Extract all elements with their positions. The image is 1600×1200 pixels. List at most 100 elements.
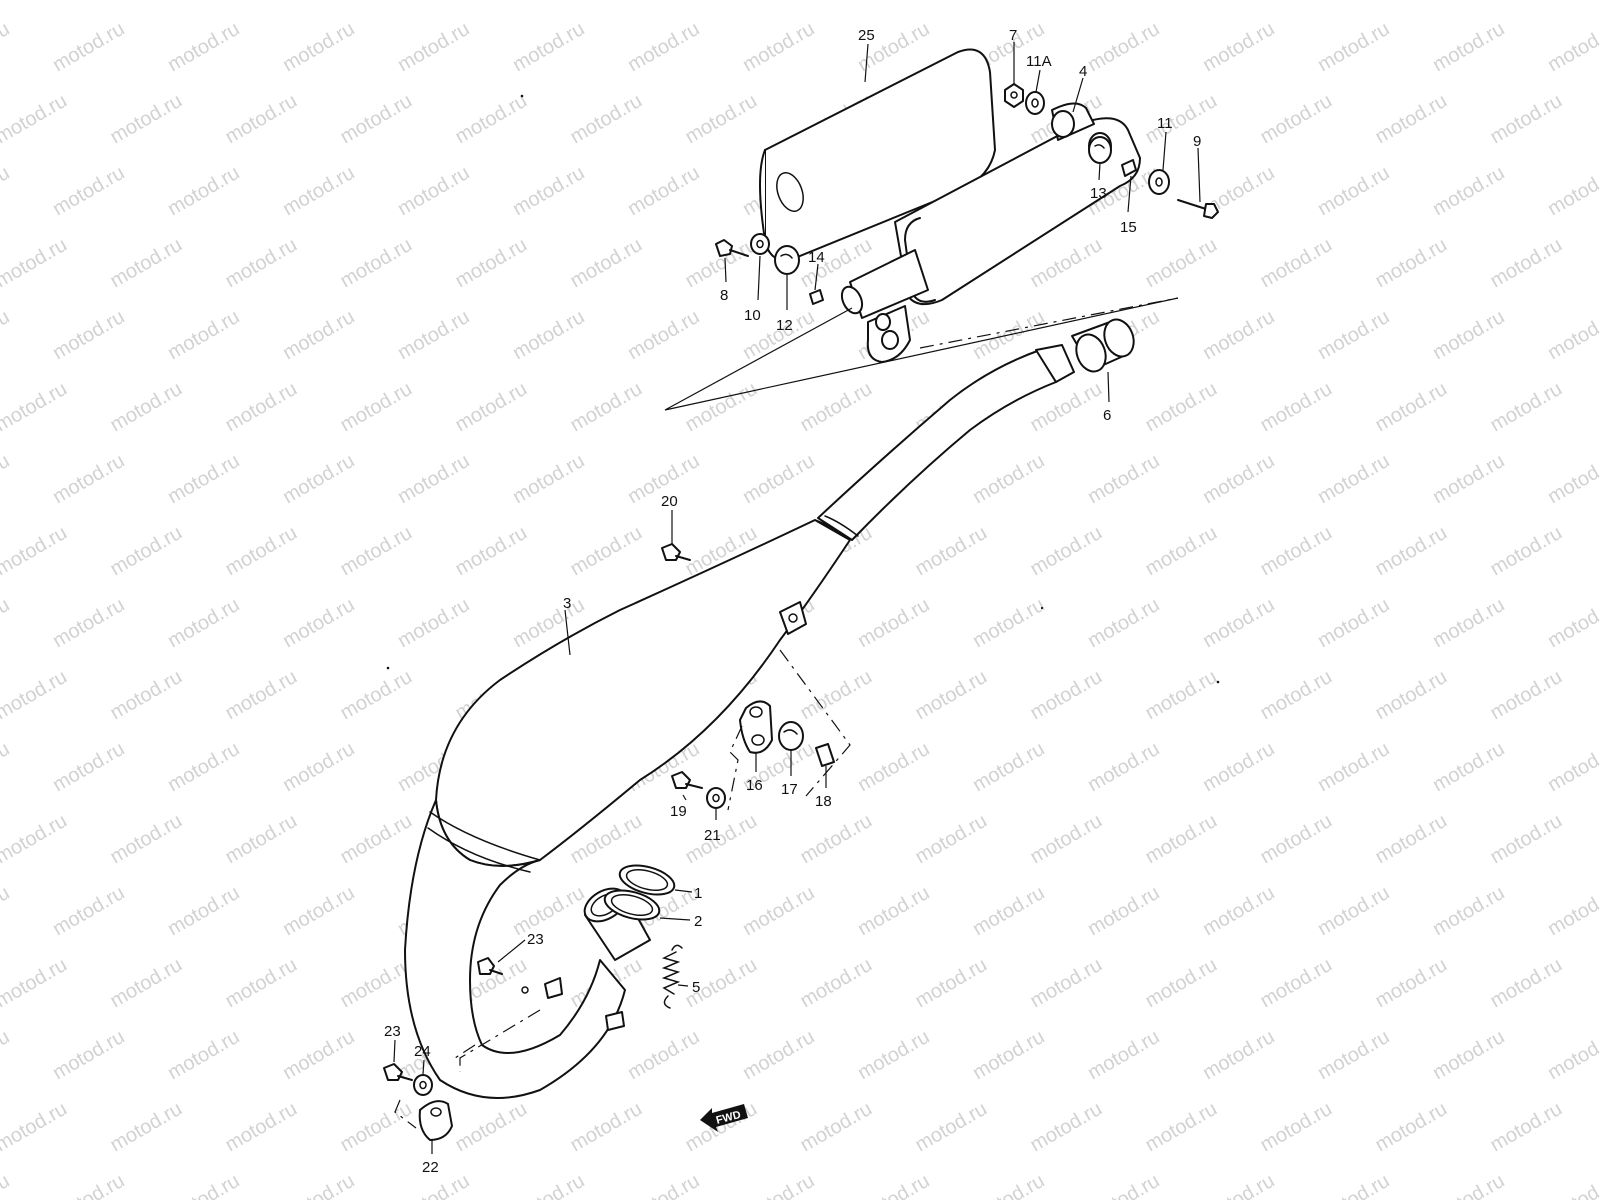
- watermark-text: motod.ru: [1084, 738, 1163, 797]
- watermark-text: motod.ru: [1199, 1170, 1278, 1200]
- watermark-text: motod.ru: [1199, 594, 1278, 653]
- watermark-text: motod.ru: [624, 1026, 703, 1085]
- watermark-text: motod.ru: [509, 306, 588, 365]
- watermark-text: motod.ru: [969, 738, 1048, 797]
- watermark-text: motod.ru: [912, 522, 991, 581]
- watermark-text: motod.ru: [682, 90, 761, 149]
- callout-11a: 11A: [1026, 53, 1052, 70]
- watermark-text: motod.ru: [164, 450, 243, 509]
- watermark-text: motod.ru: [854, 1026, 933, 1085]
- watermark-text: motod.ru: [567, 90, 646, 149]
- watermark-text: motod.ru: [49, 594, 128, 653]
- watermark-text: motod.ru: [222, 378, 301, 437]
- callout-13: 13: [1090, 185, 1107, 202]
- bracket-part: [739, 700, 773, 754]
- watermark-text: motod.ru: [1257, 954, 1336, 1013]
- watermark-text: motod.ru: [1257, 1098, 1336, 1157]
- callout-7: 7: [1009, 27, 1017, 44]
- watermark-text: motod.ru: [1487, 810, 1566, 869]
- callout-23-upper: 23: [527, 931, 544, 948]
- callout-19: 19: [670, 803, 687, 820]
- watermark-text: motod.ru: [969, 1026, 1048, 1085]
- watermark-text: motod.ru: [222, 522, 301, 581]
- watermark-text: motod.ru: [1142, 522, 1221, 581]
- watermark-text: motod.ru: [912, 1098, 991, 1157]
- watermark-text: motod.ru: [682, 810, 761, 869]
- watermark-text: motod.ru: [1544, 882, 1600, 941]
- watermark-text: motod.ru: [1429, 162, 1508, 221]
- watermark-text: motod.ru: [107, 666, 186, 725]
- watermark-text: motod.ru: [1314, 18, 1393, 77]
- watermark-text: motod.ru: [739, 18, 818, 77]
- watermark-text: motod.ru: [337, 0, 416, 4]
- watermark-text: motod.ru: [1544, 738, 1600, 797]
- watermark-text: motod.ru: [854, 738, 933, 797]
- grommet-icon: [774, 245, 800, 275]
- alignment-lines: [394, 297, 1179, 1129]
- watermark-text: motod.ru: [509, 450, 588, 509]
- watermark-text: motod.ru: [279, 162, 358, 221]
- callout-2: 2: [694, 913, 702, 930]
- watermark-text: motod.ru: [222, 90, 301, 149]
- watermark-text: motod.ru: [164, 162, 243, 221]
- callout-8: 8: [720, 287, 728, 304]
- watermark-text: motod.ru: [509, 18, 588, 77]
- watermark-text: motod.ru: [279, 306, 358, 365]
- watermark-text: motod.ru: [797, 378, 876, 437]
- watermark-text: motod.ru: [567, 522, 646, 581]
- watermark-text: motod.ru: [1429, 18, 1508, 77]
- watermark-text: motod.ru: [0, 738, 13, 797]
- watermark-text: motod.ru: [739, 882, 818, 941]
- watermark-text: motod.ru: [1429, 1026, 1508, 1085]
- watermark-text: motod.ru: [1544, 594, 1600, 653]
- watermark-text: motod.ru: [337, 666, 416, 725]
- watermark-text: motod.ru: [797, 810, 876, 869]
- watermark-text: motod.ru: [0, 1170, 13, 1200]
- watermark-text: motod.ru: [1027, 954, 1106, 1013]
- washer-icon: [750, 233, 770, 255]
- watermark-text: motod.ru: [1372, 522, 1451, 581]
- callout-3: 3: [563, 595, 571, 612]
- watermark-text: motod.ru: [222, 666, 301, 725]
- watermark-text: motod.ru: [1199, 450, 1278, 509]
- watermark-text: motod.ru: [797, 1098, 876, 1157]
- bolt-icon: [661, 543, 691, 561]
- exhaust-pipe-part: [404, 344, 1075, 1099]
- watermark-text: motod.ru: [394, 450, 473, 509]
- grommet-icon: [1088, 136, 1112, 164]
- watermark-text: motod.ru: [1487, 0, 1566, 4]
- watermark-text: motod.ru: [279, 882, 358, 941]
- watermark-text: motod.ru: [164, 738, 243, 797]
- watermark-text: motod.ru: [164, 882, 243, 941]
- watermark-text: motod.ru: [1257, 0, 1336, 4]
- watermark-text: motod.ru: [1084, 450, 1163, 509]
- watermark-text: motod.ru: [624, 162, 703, 221]
- watermark-text: motod.ru: [1314, 882, 1393, 941]
- watermark-text: motod.ru: [1199, 738, 1278, 797]
- callout-1: 1: [694, 885, 702, 902]
- watermark-text: motod.ru: [797, 954, 876, 1013]
- watermark-text: motod.ru: [0, 1026, 13, 1085]
- watermark-text: motod.ru: [1372, 378, 1451, 437]
- watermark-text: motod.ru: [279, 18, 358, 77]
- watermark-text: motod.ru: [49, 1170, 128, 1200]
- gasket-part: [603, 889, 661, 921]
- watermark-text: motod.ru: [279, 450, 358, 509]
- watermark-text: motod.ru: [1372, 666, 1451, 725]
- watermark-text: motod.ru: [1372, 0, 1451, 4]
- callout-4: 4: [1079, 63, 1087, 80]
- watermark-text: motod.ru: [1027, 522, 1106, 581]
- watermark-text: motod.ru: [1487, 234, 1566, 293]
- watermark-text: motod.ru: [912, 810, 991, 869]
- watermark-text: motod.ru: [394, 594, 473, 653]
- watermark-text: motod.ru: [1372, 810, 1451, 869]
- watermark-text: motod.ru: [164, 18, 243, 77]
- watermark-text: motod.ru: [337, 378, 416, 437]
- bolt-icon: [477, 957, 503, 975]
- washer-icon: [706, 787, 726, 809]
- watermark-text: motod.ru: [222, 0, 301, 4]
- watermark-text: motod.ru: [1199, 18, 1278, 77]
- watermark-text: motod.ru: [797, 0, 876, 4]
- callout-leaders: [393, 42, 1201, 1154]
- watermark-text: motod.ru: [337, 234, 416, 293]
